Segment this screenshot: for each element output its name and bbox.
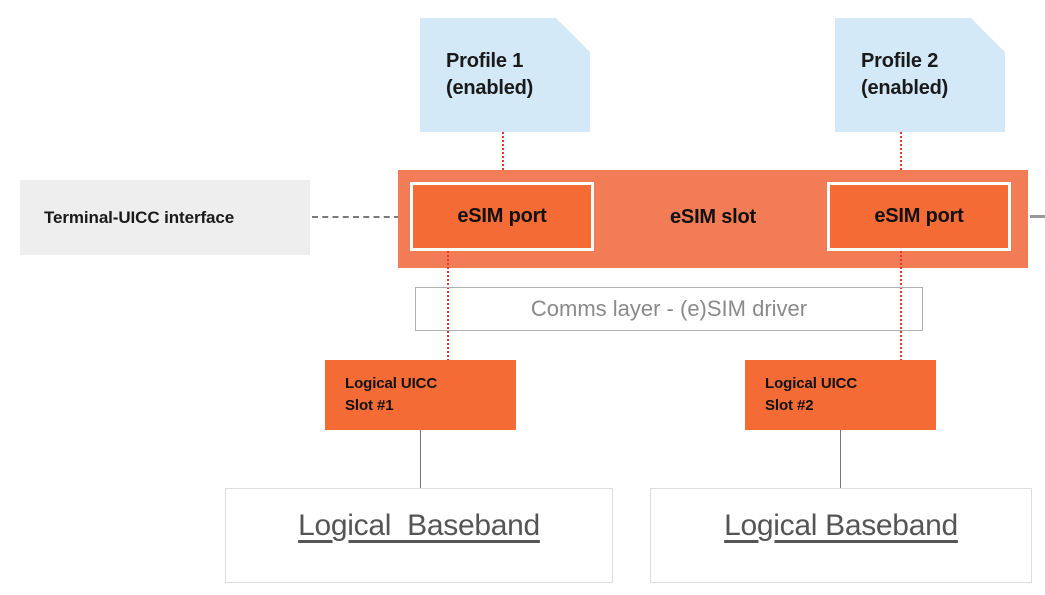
terminal-uicc-interface-label: Terminal-UICC interface [44,207,235,227]
connector-uicc2-to-baseband2 [840,430,841,488]
esim-slot-title: eSIM slot [670,206,756,228]
profile-card-2-label: Profile 2 (enabled) [861,50,949,99]
logical-uicc-slot-2[interactable]: Logical UICC Slot #2 [745,360,936,430]
profile-card-2[interactable]: Profile 2 (enabled) [835,18,1005,132]
esim-port-2-label: eSIM port [874,205,964,227]
esim-port-1-label: eSIM port [457,205,547,227]
connector-terminal-to-slot [312,216,400,218]
logical-uicc-slot-2-label: Logical UICC Slot #2 [765,375,858,414]
connector-profile1-to-port1 [502,132,504,182]
connector-profile2-to-port2 [900,132,902,182]
profile-card-1-label: Profile 1 (enabled) [446,50,534,99]
logical-uicc-slot-1-label: Logical UICC Slot #1 [345,375,438,414]
logical-baseband-2[interactable]: Logical Baseband [650,488,1032,583]
connector-port2-to-uicc2 [900,251,902,365]
connector-port1-to-uicc1 [447,251,449,365]
connector-slot-right-stub [1030,215,1045,218]
logical-baseband-1-label: Logical Baseband [298,509,540,542]
terminal-uicc-interface-box[interactable]: Terminal-UICC interface [20,180,310,255]
connector-uicc1-to-baseband1 [420,430,421,488]
logical-baseband-2-label: Logical Baseband [724,509,958,542]
esim-port-2[interactable]: eSIM port [827,182,1011,251]
logical-baseband-1[interactable]: Logical Baseband [225,488,613,583]
esim-port-1[interactable]: eSIM port [410,182,594,251]
profile-card-1[interactable]: Profile 1 (enabled) [420,18,590,132]
comms-layer-label: Comms layer - (e)SIM driver [530,296,808,321]
logical-uicc-slot-1[interactable]: Logical UICC Slot #1 [325,360,516,430]
comms-layer-box[interactable]: Comms layer - (e)SIM driver [415,287,923,331]
